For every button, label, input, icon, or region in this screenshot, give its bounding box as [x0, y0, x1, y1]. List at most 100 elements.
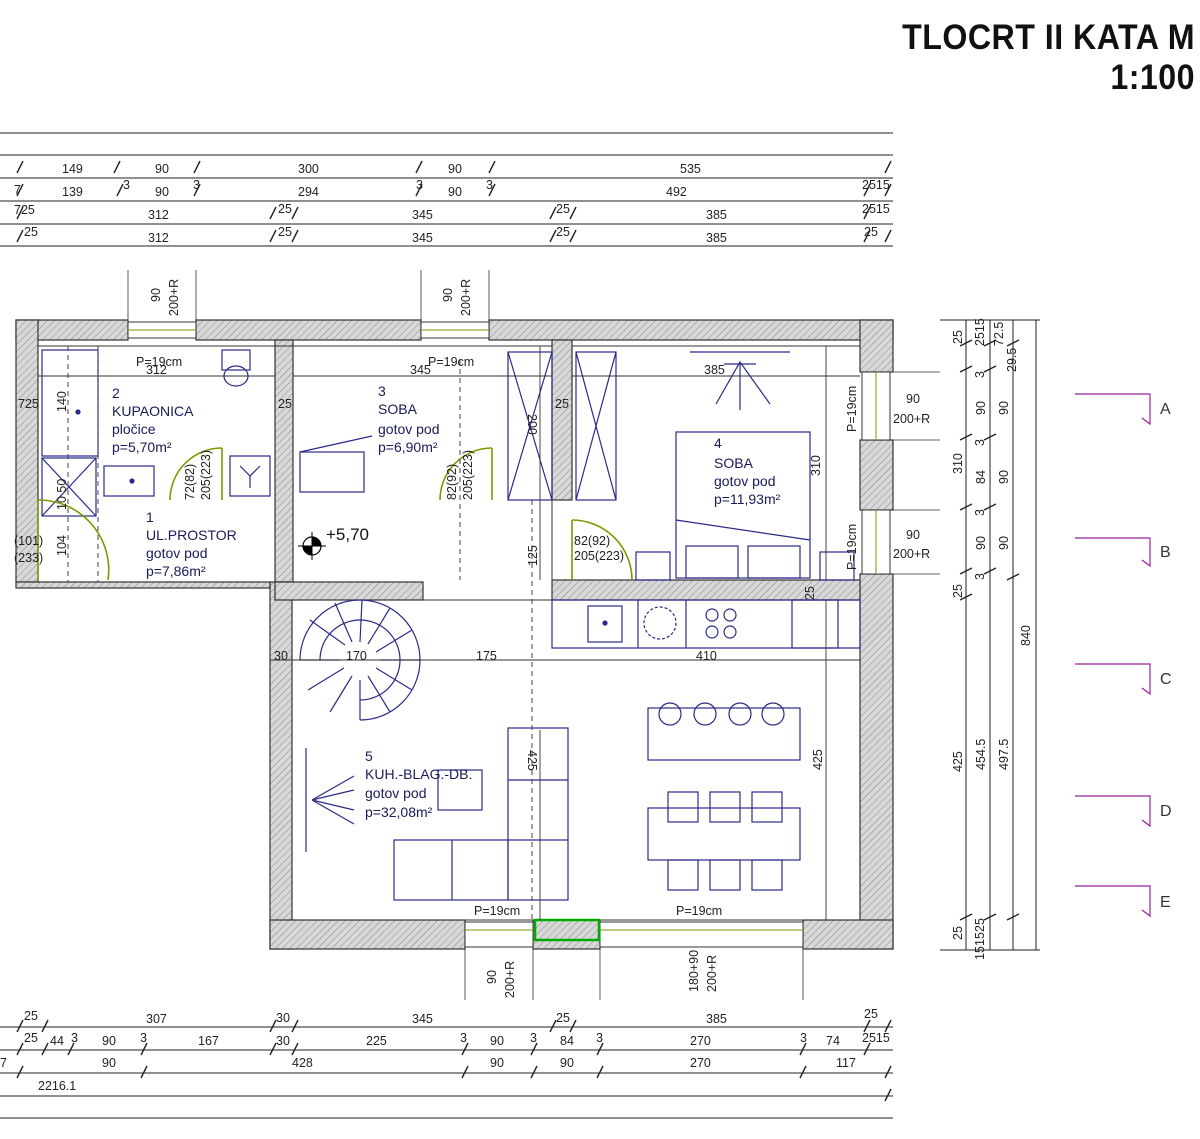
- room4-bed: [675, 431, 811, 579]
- window-highlight: [533, 918, 601, 942]
- room-2-num: 2: [112, 385, 120, 401]
- bot-dim-r2-12: 84: [560, 1034, 574, 1048]
- section-d: [1075, 795, 1151, 828]
- wall-top-mid: [195, 319, 422, 341]
- top-dim-r4-3: 25: [278, 225, 292, 239]
- window-label-text: 90 200+R 90 200+R 90 200+R 90 200+R 90 2…: [149, 279, 930, 998]
- bot-dim-r2-13: 3: [596, 1031, 603, 1045]
- bot-dim-r3-4: 90: [490, 1056, 504, 1070]
- top-dim-r1-4: 90: [448, 162, 462, 176]
- door-entrance: [37, 499, 110, 581]
- wall-corridor-bottom2: [274, 581, 424, 601]
- interior-dim-lines: [38, 346, 860, 920]
- top-dim-r3-5: 25: [556, 202, 570, 216]
- elevation-value: +5,70: [326, 525, 369, 544]
- washing-machine: [229, 455, 271, 497]
- bot-dim-r3-3: 428: [292, 1056, 313, 1070]
- right-dim-text: 25 3 90 3 84 3 90 3 25 425 25 15 15 25 2…: [951, 318, 1033, 960]
- dim-25b: 25: [555, 397, 569, 411]
- bot-dim-r3-1: 7: [0, 1056, 7, 1070]
- door4-h: (233): [14, 551, 43, 565]
- bot-dim-r1-7: 25: [864, 1007, 878, 1021]
- room3-bed: [299, 451, 365, 493]
- dim-200: 200: [525, 414, 539, 435]
- section-letter-b: B: [1160, 544, 1171, 561]
- dim-410: 410: [696, 649, 717, 663]
- sill-3: P=19cm: [845, 386, 859, 432]
- dim-30: 30: [274, 649, 288, 663]
- room-4-finish: gotov pod: [714, 473, 776, 489]
- bot-dim-r2-2: 44: [50, 1034, 64, 1048]
- rd-c2-3: 29.5: [1005, 348, 1019, 372]
- coffee-table: [437, 769, 483, 811]
- door1-h: 205(223): [199, 450, 213, 500]
- room-4-name: SOBA: [714, 455, 754, 471]
- bot-dim-r2-15: 3: [800, 1031, 807, 1045]
- room-2-finish: pločice: [112, 421, 156, 437]
- rd-c1s-2: 25: [973, 918, 987, 932]
- door-bath: [169, 447, 223, 501]
- drawing-title: TLOCRT II KATA M 1:100: [902, 18, 1195, 97]
- section-letter-a: A: [1160, 401, 1171, 418]
- top-dim-r3-7: 2515: [862, 202, 890, 216]
- room-5-name: KUH.-BLAG.-DB.: [365, 766, 472, 782]
- dim-175: 175: [476, 649, 497, 663]
- rd-c1-11: 25: [951, 926, 965, 940]
- wall-corridor-bottom: [15, 581, 271, 589]
- room-labels: 1 UL.PROSTOR gotov pod p=7,86m² 2 KUPAON…: [112, 383, 781, 820]
- bot-dim-r2-17: 2515: [862, 1031, 890, 1045]
- rd-c1-5: 84: [974, 470, 988, 484]
- living-furniture: [299, 599, 801, 901]
- top-dim-r4-2: 312: [148, 231, 169, 245]
- rd-c1-12: 15: [973, 932, 987, 946]
- room4-furniture: [635, 351, 855, 581]
- dim-310: 310: [809, 455, 823, 476]
- room3-furniture: [299, 351, 617, 501]
- top-dim-r1-5: 535: [680, 162, 701, 176]
- elevation-marker: +5,70: [298, 525, 369, 560]
- win-top2-h: 200+R: [459, 279, 473, 316]
- dim-room2-h: 140: [55, 391, 69, 412]
- door3-h: 205(223): [574, 549, 624, 563]
- top-dim-r3-2: 312: [148, 208, 169, 222]
- section-letter-d: D: [1160, 803, 1172, 820]
- door2-h: 205(223): [461, 450, 475, 500]
- win-bot1-h: 200+R: [503, 961, 517, 998]
- top-dim-ticks: [16, 160, 892, 243]
- win-right1-w: 90: [906, 392, 920, 406]
- top-dim-r2-6: 294: [298, 185, 319, 199]
- wardrobe-2: [575, 351, 617, 501]
- door-room4: [571, 519, 633, 581]
- bar-counter: [647, 707, 801, 761]
- bot-dim-r2-11: 3: [530, 1031, 537, 1045]
- dim-170: 170: [346, 649, 367, 663]
- bot-dim-r2-3: 3: [71, 1031, 78, 1045]
- bottom-dim-ticks: [16, 1019, 892, 1102]
- rd-c3-1: 310: [951, 453, 965, 474]
- rd-c1s-1: 15: [973, 946, 987, 960]
- dining-table: [647, 807, 801, 861]
- rd-c1-10: 425: [951, 751, 965, 772]
- dim-25k: 25: [803, 586, 817, 600]
- wall-bottom-mid: [532, 919, 601, 950]
- room-2-area: p=5,70m²: [112, 439, 172, 455]
- bot-dim-r3-6: 270: [690, 1056, 711, 1070]
- wall-bottom-right: [802, 919, 894, 950]
- kitchen-sink: [587, 605, 623, 643]
- dim-room4-w: 385: [704, 363, 725, 377]
- right-dim-lines: [940, 319, 1040, 951]
- bot-dim-r2-14: 270: [690, 1034, 711, 1048]
- dim-25a: 25: [278, 397, 292, 411]
- dashed-lines: [67, 346, 533, 920]
- top-dim-r3-3: 25: [278, 202, 292, 216]
- rd-c2-2: 72.5: [992, 322, 1006, 346]
- win-right1-h: 200+R: [893, 412, 930, 426]
- dim-104: 104: [55, 535, 69, 556]
- bottom-dim-text: 25 307 30 345 25 385 25 25 44 3 90 3 167…: [0, 1007, 890, 1093]
- top-dim-r4-1: 25: [24, 225, 38, 239]
- room-3-name: SOBA: [378, 401, 418, 417]
- rd-c1-9: 25: [951, 584, 965, 598]
- room-3-finish: gotov pod: [378, 421, 440, 437]
- top-dim-r3-6: 385: [706, 208, 727, 222]
- bot-dim-r3-5: 90: [560, 1056, 574, 1070]
